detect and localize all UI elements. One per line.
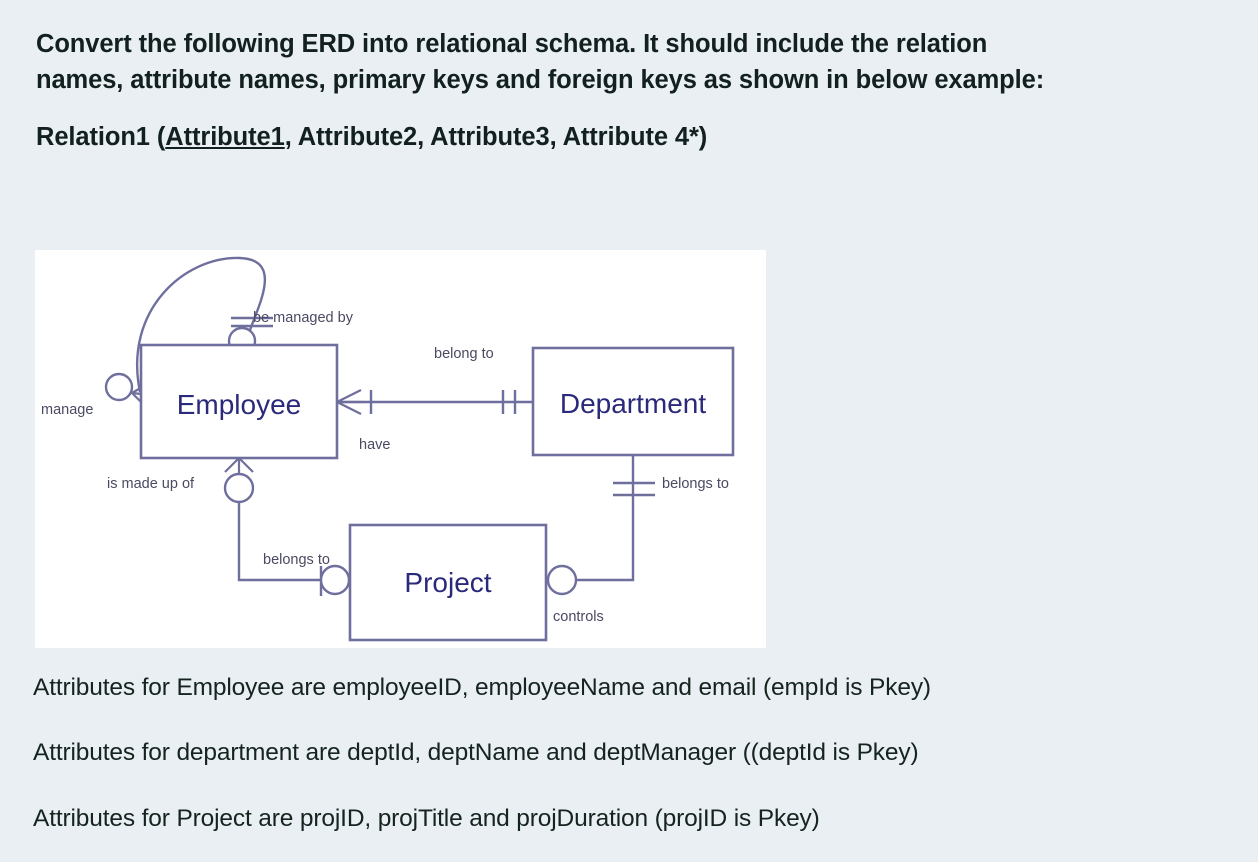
relationship-label-controls: controls [553, 609, 604, 625]
department-project-line [575, 455, 635, 582]
attributes-project-line: Attributes for Project are projID, projT… [33, 804, 820, 832]
entity-project-label: Project [404, 567, 491, 598]
entity-project-box [348, 523, 548, 642]
question-line-1: Convert the following ERD into relationa… [36, 30, 988, 58]
example-primary-key: Attribute1 [165, 123, 285, 152]
question-line-2: names, attribute names, primary keys and… [36, 66, 1045, 95]
relationship-label-have: have [359, 437, 390, 453]
example-prefix: Relation1 ( [36, 123, 166, 152]
relationship-label-manage: manage [41, 402, 93, 418]
attributes-employee-line: Attributes for Employee are employeeID, … [33, 674, 931, 701]
relationship-label-belongs-to-dept: belongs to [662, 476, 729, 492]
relationship-label-belongs-to-proj: belongs to [263, 552, 330, 568]
relationship-label-belong-to: belong to [434, 346, 494, 362]
entity-employee-label: Employee [177, 389, 302, 420]
relationship-label-is-made-up-of: is made up of [107, 476, 195, 492]
question-block: Convert the following ERD into relationa… [36, 26, 1186, 156]
controls-circle [546, 564, 578, 596]
erd-diagram: .ln { stroke:#6f6f9e; stroke-width:2.4; … [35, 250, 766, 648]
is-made-up-of-circle [223, 472, 255, 504]
entity-department-box [531, 346, 735, 457]
example-rest: , Attribute2, Attribute3, Attribute 4*) [284, 123, 708, 152]
employee-project-line [237, 502, 321, 582]
belongs-to-proj-circle [319, 564, 351, 596]
example-relation-line: Relation1 (Attribute1, Attribute2, Attri… [36, 119, 1186, 155]
relationship-label-be-managed-by: be managed by [253, 310, 354, 326]
manage-circle [104, 372, 134, 402]
attributes-block: Attributes for Employee are employeeID, … [33, 672, 1213, 834]
self-loop-path [136, 256, 267, 393]
entity-department-label: Department [560, 388, 707, 419]
attributes-department-line: Attributes for department are deptId, de… [33, 739, 919, 767]
have-crowsfoot [336, 389, 363, 415]
